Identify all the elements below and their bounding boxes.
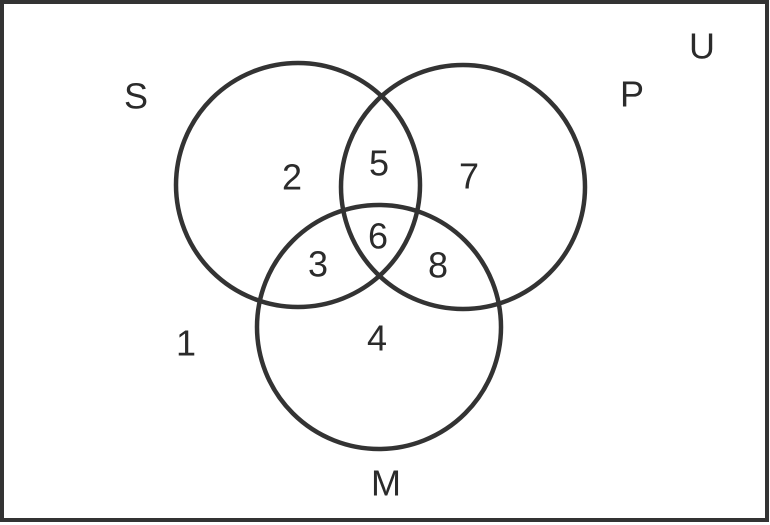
region-p-only: 7 <box>459 156 479 197</box>
region-s-p-m: 6 <box>368 216 388 257</box>
region-s-only: 2 <box>282 157 302 198</box>
set-p-label: P <box>620 74 644 115</box>
set-s-label: S <box>124 76 148 117</box>
set-m-circle <box>254 202 504 452</box>
region-p-m: 8 <box>428 245 448 286</box>
region-s-m: 3 <box>308 244 328 285</box>
region-outside: 1 <box>176 323 196 364</box>
set-s-circle <box>173 60 423 310</box>
set-p-circle <box>338 62 588 312</box>
set-m-label: M <box>371 463 401 504</box>
universe-label: U <box>689 26 715 67</box>
region-s-p: 5 <box>369 143 389 184</box>
region-m-only: 4 <box>367 318 387 359</box>
